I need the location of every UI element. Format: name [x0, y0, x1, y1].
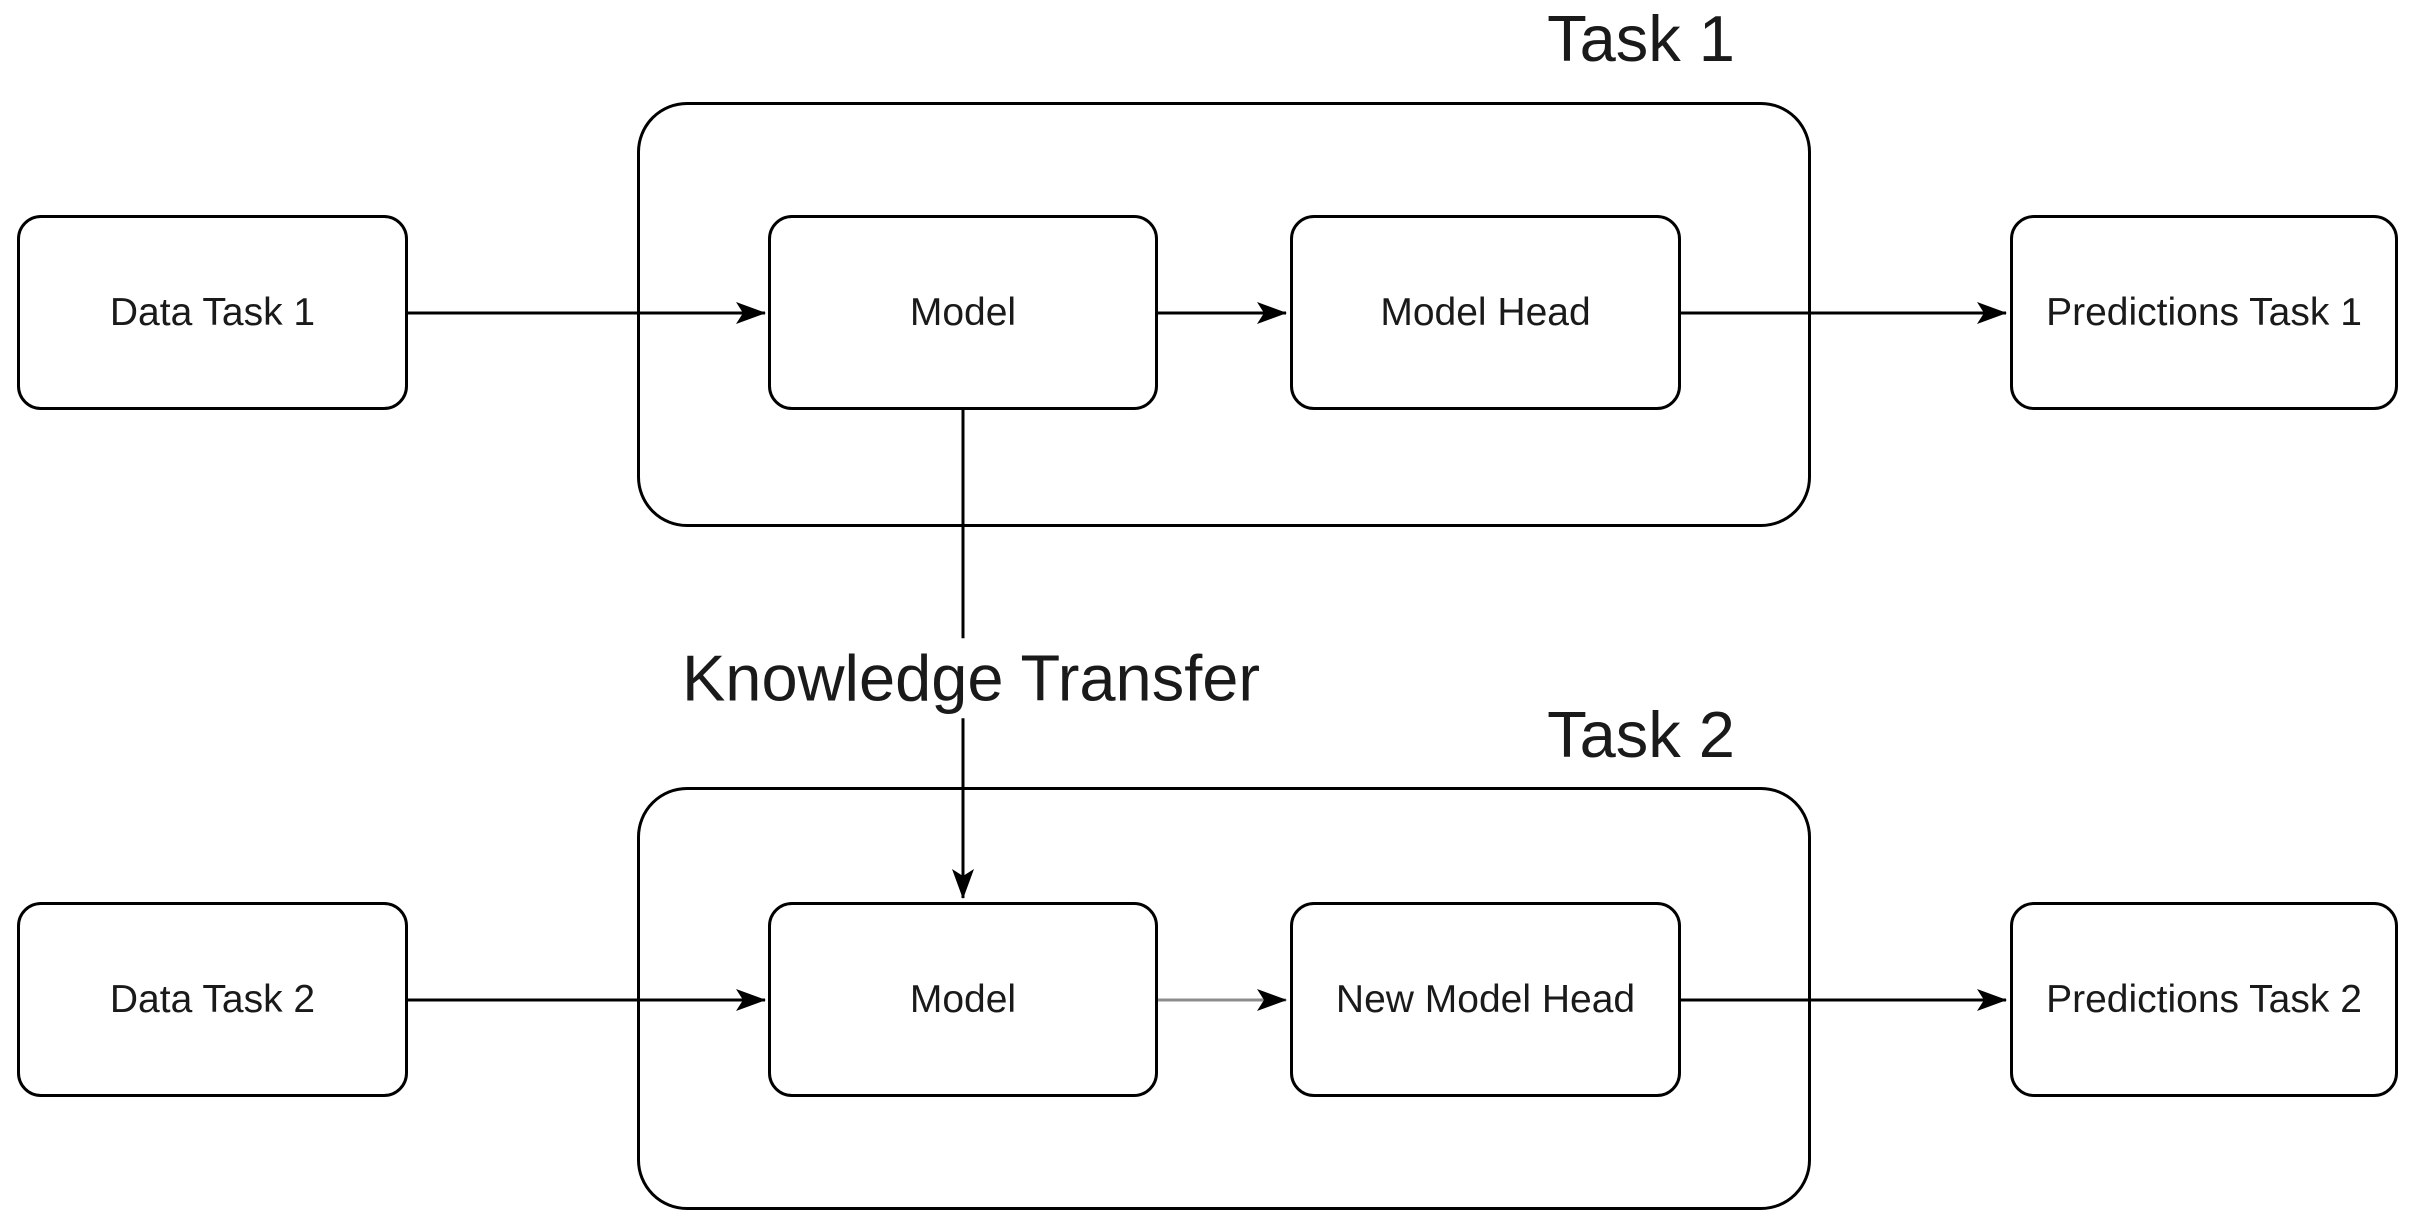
- node-label: Model: [909, 977, 1017, 1021]
- node-label: Model: [909, 290, 1017, 334]
- node-data-task-1: Data Task 1: [17, 215, 408, 410]
- node-predictions-task-1: Predictions Task 1: [2010, 215, 2398, 410]
- group-task-2: [637, 787, 1811, 1210]
- node-new-model-head-task-2: New Model Head: [1290, 902, 1681, 1097]
- group-task-2-title: Task 2: [1547, 698, 1735, 771]
- node-label: Data Task 1: [109, 290, 316, 334]
- group-task-1-title: Task 1: [1547, 2, 1735, 75]
- node-data-task-2: Data Task 2: [17, 902, 408, 1097]
- node-model-task-1: Model: [768, 215, 1158, 410]
- node-label: Predictions Task 2: [2046, 977, 2362, 1021]
- node-model-task-2: Model: [768, 902, 1158, 1097]
- knowledge-transfer-label: Knowledge Transfer: [673, 638, 1269, 718]
- node-label: Model Head: [1380, 290, 1591, 334]
- node-predictions-task-2: Predictions Task 2: [2010, 902, 2398, 1097]
- node-model-head-task-1: Model Head: [1290, 215, 1681, 410]
- group-task-1: [637, 102, 1811, 527]
- node-label: New Model Head: [1335, 977, 1636, 1021]
- node-label: Predictions Task 1: [2046, 290, 2362, 334]
- node-label: Data Task 2: [109, 977, 316, 1021]
